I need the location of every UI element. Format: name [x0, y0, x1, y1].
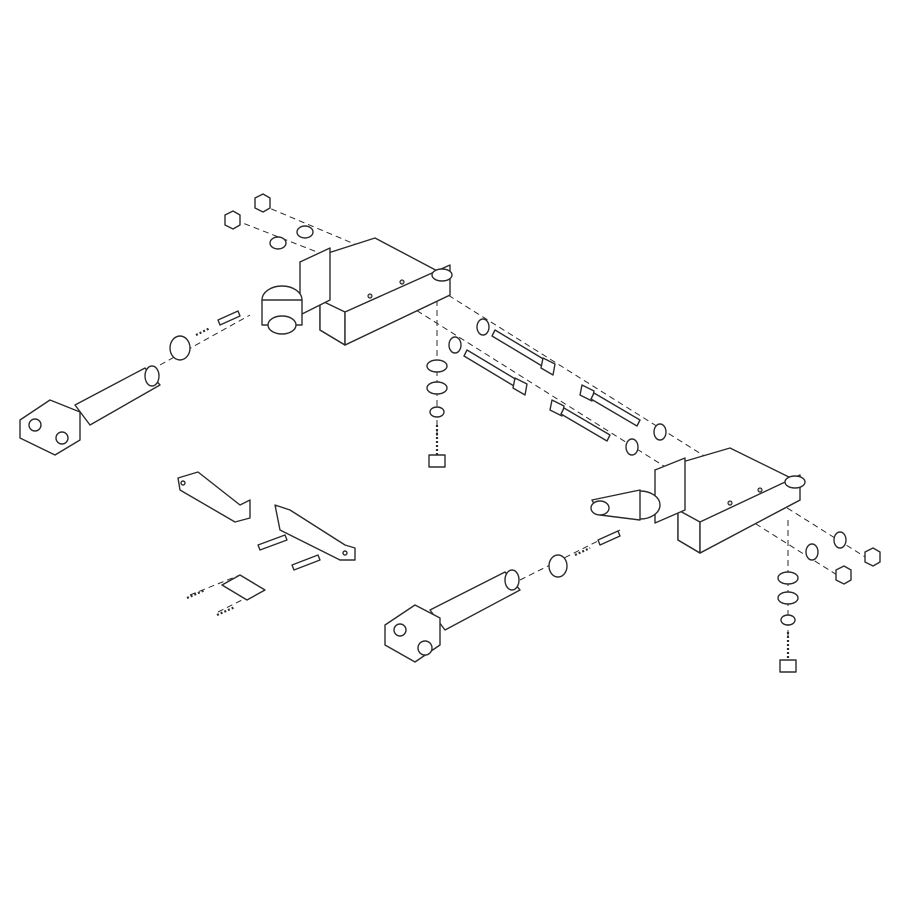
bolt-head: [429, 455, 445, 467]
right-frame-bracket: [591, 448, 805, 553]
bolt: [464, 350, 517, 386]
left-nuts-washers: [225, 194, 313, 249]
retaining-ring: [549, 555, 567, 577]
spring: [575, 548, 590, 555]
left-long-bolts: [449, 319, 555, 395]
washer: [654, 424, 666, 440]
washer: [626, 439, 638, 455]
lock-washer: [781, 615, 795, 625]
washer: [427, 360, 447, 372]
screw: [217, 607, 235, 615]
screw: [187, 590, 205, 598]
bolt-head: [780, 660, 796, 672]
hex-nut: [865, 548, 880, 566]
mounting-plates: [178, 472, 355, 615]
washer: [449, 337, 461, 353]
spring: [196, 328, 210, 335]
washer: [427, 382, 447, 394]
bolt: [591, 393, 640, 426]
right-long-bolts: [550, 385, 666, 455]
hex-nut: [255, 194, 270, 212]
pin: [258, 535, 287, 550]
detent-pin: [598, 531, 620, 545]
washer: [778, 572, 798, 584]
spacer-plate: [222, 575, 265, 600]
right-vertical-hardware: [778, 572, 798, 672]
washer: [834, 532, 846, 548]
washer: [477, 319, 489, 335]
washer: [270, 237, 286, 249]
left-hitch-pin-assembly: [20, 311, 240, 455]
hex-nut: [225, 211, 240, 229]
left-frame-bracket: [262, 238, 452, 345]
bolt: [561, 408, 610, 441]
right-hitch-pin-assembly: [385, 531, 620, 662]
bolt: [492, 330, 545, 366]
hex-nut: [836, 566, 851, 584]
flat-plate: [275, 505, 355, 560]
pin: [292, 555, 320, 570]
right-nuts-washers: [806, 532, 880, 584]
detent-pin: [218, 311, 240, 325]
washer: [806, 544, 818, 560]
retaining-ring: [170, 336, 190, 360]
washer: [297, 226, 313, 238]
l-bracket: [178, 472, 250, 522]
left-vertical-hardware: [427, 360, 447, 467]
washer: [778, 592, 798, 604]
lock-washer: [430, 407, 444, 417]
